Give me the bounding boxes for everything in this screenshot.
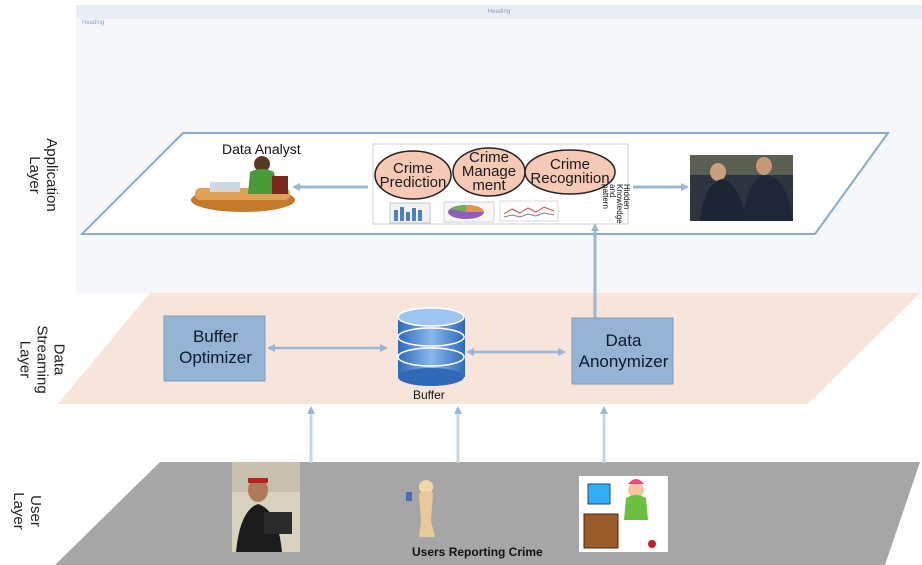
data-analyst-illustration: [191, 156, 295, 212]
crime-management-label: Crime Manage ment: [454, 149, 524, 194]
buffer-database-icon: [397, 307, 465, 386]
data-analyst-label: Data Analyst: [222, 141, 301, 157]
line-chart-thumbnail: [499, 200, 559, 222]
crime-recognition-ellipse: [524, 149, 616, 195]
crime-recognition-line2: Recognition: [530, 170, 610, 187]
user-laptop-photo: [232, 462, 300, 552]
buffer-optimizer-line1: Buffer: [192, 327, 239, 346]
user-layer-label-line1: User: [27, 495, 44, 527]
user-layer-label: User Layer: [10, 488, 44, 534]
application-layer-label-line2: Layer: [26, 156, 43, 194]
crime-prediction-line2: Prediction: [379, 174, 447, 191]
data-anonymizer-box: [571, 317, 674, 385]
crime-prediction-ellipse: [374, 150, 452, 200]
user-phone-illustration: [406, 480, 435, 537]
buffer-label: Buffer: [413, 388, 445, 402]
user-computer-clipart: [579, 476, 668, 552]
buffer-optimizer-box: [163, 315, 266, 382]
crime-management-line1: Crime: [469, 149, 509, 166]
police-officers-photo: [690, 155, 793, 221]
bar-chart-thumbnail: [389, 202, 431, 224]
data-anonymizer-line1: Data: [605, 331, 642, 350]
data-anonymizer-label: Data Anonymizer: [572, 330, 675, 372]
heading-bar: Heading: [76, 5, 922, 19]
data-anonymizer-line2: Anonymizer: [578, 352, 669, 371]
application-layer-label-line1: Application: [43, 138, 60, 212]
heading-small: Heading: [82, 20, 105, 26]
crime-recognition-label: Crime Recognition: [526, 156, 614, 187]
crime-recognition-line1: Crime: [550, 156, 590, 173]
application-layer-label: Application Layer: [26, 132, 60, 218]
hidden-knowledge-label: Hidden Knowledge and pattern: [601, 184, 631, 232]
crime-management-line3: ment: [472, 177, 506, 194]
streaming-layer-label-line1: Data: [50, 343, 68, 376]
pie-chart-thumbnail: [443, 201, 495, 223]
streaming-layer-label-line2: Streaming: [33, 325, 51, 394]
hidden-knowledge-line2: Knowledge: [615, 184, 624, 224]
crime-prediction-line1: Crime: [393, 160, 433, 177]
streaming-layer-label-line3: Layer: [16, 340, 34, 379]
crime-prediction-label: Crime Prediction: [376, 160, 450, 191]
buffer-optimizer-label: Buffer Optimizer: [164, 326, 267, 368]
streaming-layer-label: Data Streaming Layer: [17, 325, 68, 395]
hidden-knowledge-line1: Hidden: [622, 184, 631, 210]
users-reporting-crime-caption: Users Reporting Crime: [412, 545, 543, 559]
hidden-knowledge-line4: pattern: [601, 184, 610, 209]
user-layer-label-line2: Layer: [10, 492, 27, 530]
buffer-optimizer-line2: Optimizer: [179, 348, 252, 367]
crime-management-line2: Manage: [461, 163, 517, 180]
